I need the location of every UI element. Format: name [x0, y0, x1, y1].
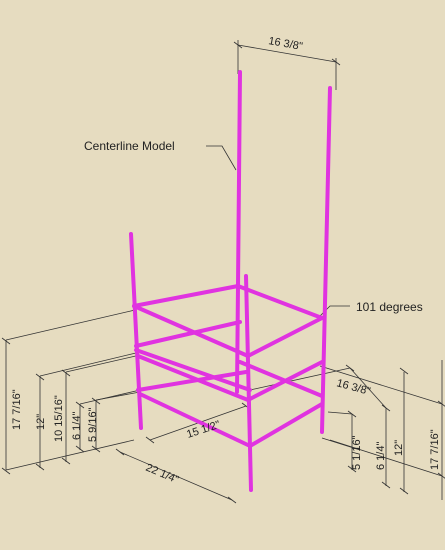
dim-left-overall-height: 17 7/16"	[11, 389, 23, 430]
dim-left-12: 12"	[35, 414, 47, 430]
dim-top-width: 16 3/8"	[267, 35, 303, 53]
centerline-model-label: Centerline Model	[84, 139, 175, 153]
dim-right-5-1-16: 5 1/16"	[351, 435, 363, 470]
front-left-post	[244, 274, 253, 492]
back-right-post	[235, 70, 242, 394]
dim-bottom-22-1-4: 22 1/4"	[144, 462, 181, 487]
dim-left-6-1-4: 6 1/4"	[71, 412, 83, 440]
dim-right-overall-height: 17 7/16"	[429, 429, 441, 470]
angle-label: 101 degrees	[356, 300, 423, 314]
back-left-post	[129, 232, 143, 430]
dim-left-10-15-16: 10 15/16"	[53, 395, 65, 442]
dim-left-5-9-16: 5 9/16"	[87, 407, 99, 442]
dim-right-6-1-4: 6 1/4"	[375, 442, 387, 470]
chair-frame	[129, 70, 332, 492]
dimension-lines	[1, 40, 445, 504]
front-right-post	[320, 86, 332, 434]
dim-right-12: 12"	[393, 440, 405, 456]
